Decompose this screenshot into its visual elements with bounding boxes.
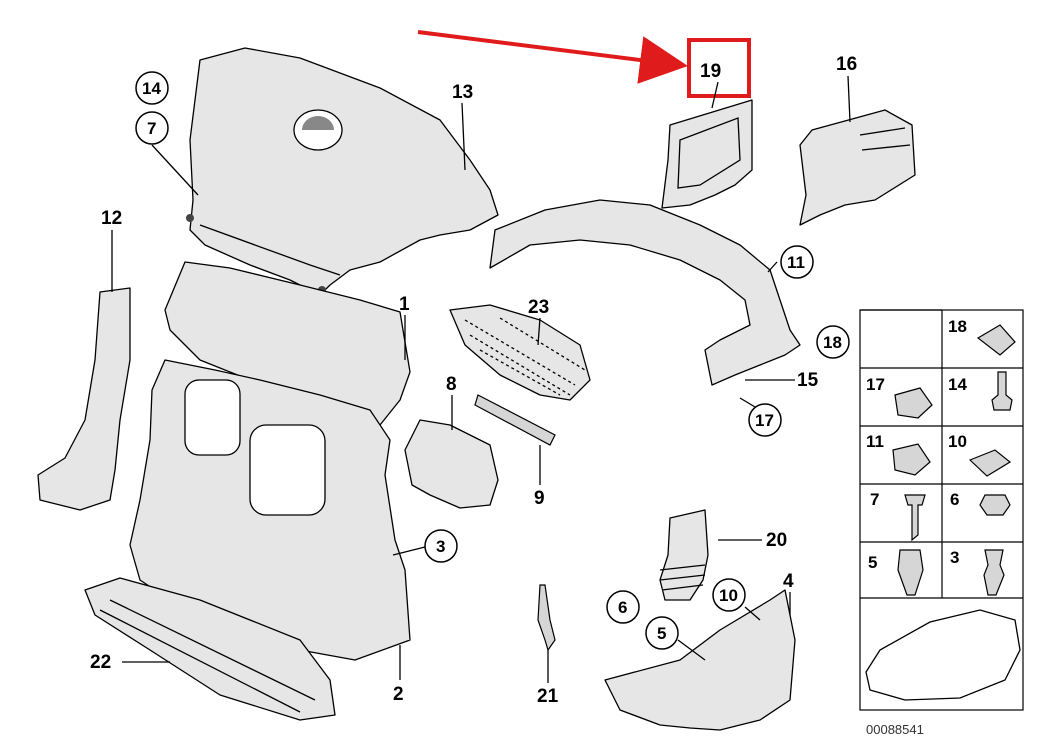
callout-12: 12	[101, 208, 122, 229]
highlight-box	[687, 38, 751, 98]
callout-15: 15	[797, 370, 819, 391]
clip-nut-icon	[894, 387, 933, 419]
callout-13: 13	[452, 82, 473, 103]
callout-3: 3	[436, 537, 445, 556]
callout-14: 14	[142, 79, 161, 98]
callout-1: 1	[399, 294, 410, 315]
part-11-air-guide	[489, 199, 801, 386]
part-23-grille	[449, 304, 591, 401]
screw-icon	[904, 494, 926, 542]
callout-8: 8	[446, 374, 457, 395]
part-9-strip	[474, 394, 556, 446]
part-12-side-duct	[37, 287, 131, 511]
callout-18: 18	[823, 333, 842, 352]
part-4-lower-duct	[604, 589, 796, 731]
callout-9: 9	[534, 488, 545, 509]
part-22-lower-panel	[84, 577, 336, 721]
leader-lines	[111, 75, 851, 683]
callout-7: 7	[147, 119, 156, 138]
callout-10: 10	[719, 586, 738, 605]
part-20-bellows	[659, 509, 709, 601]
callout-23: 23	[528, 297, 549, 318]
part-16-duct	[799, 109, 916, 226]
expanding-nut-icon	[897, 549, 924, 596]
callout-5: 5	[657, 624, 666, 643]
square-nut-icon	[968, 449, 1012, 477]
legend-6: 6	[950, 490, 959, 509]
callout-4: 4	[783, 571, 794, 592]
legend-11: 11	[866, 432, 884, 451]
callout-16: 16	[836, 54, 857, 75]
legend-14: 14	[948, 375, 967, 394]
callout-2: 2	[393, 684, 404, 705]
callout-20: 20	[766, 530, 787, 551]
push-rivet-icon	[983, 549, 1005, 596]
legend-grid	[859, 309, 1024, 711]
bolt-icon	[991, 371, 1013, 411]
part-2-carrier	[129, 359, 411, 661]
legend-18: 18	[948, 317, 967, 336]
grommet-icon	[976, 324, 1016, 356]
part-8-side-cover	[404, 419, 499, 509]
callout-21: 21	[537, 686, 559, 707]
callout-22: 22	[90, 652, 111, 673]
callout-17: 17	[755, 411, 774, 430]
legend-17: 17	[866, 375, 885, 394]
callout-11: 11	[787, 253, 805, 272]
car-silhouette-icon	[865, 609, 1021, 701]
speed-nut-icon	[892, 443, 931, 476]
legend-5: 5	[868, 553, 877, 572]
highlight-arrow	[417, 30, 688, 84]
part-19-bracket	[661, 99, 753, 209]
collar-screw-icon	[979, 494, 1011, 516]
callout-19: 19	[700, 61, 721, 82]
part-21-bracket	[537, 584, 556, 652]
callout-circles	[135, 71, 850, 650]
legend-7: 7	[870, 490, 879, 509]
legend-10: 10	[948, 432, 967, 451]
catalog-number: 00088541	[866, 722, 924, 737]
legend-icons	[865, 324, 1021, 701]
legend-3: 3	[950, 548, 959, 567]
callout-6: 6	[618, 598, 627, 617]
